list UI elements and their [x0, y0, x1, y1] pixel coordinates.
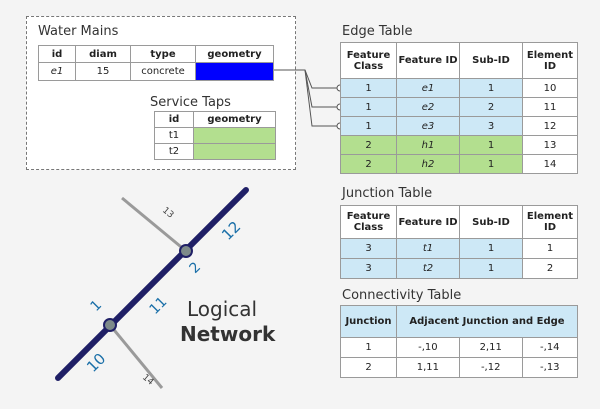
main-geometry-swatch [195, 62, 274, 81]
col-feature-id: Feature ID [396, 42, 460, 79]
cell: 1,11 [396, 357, 460, 378]
cell: 1 [340, 337, 397, 358]
cell: 2,11 [458, 337, 523, 358]
edge-label-13: 13 [160, 206, 175, 221]
cell: h2 [396, 154, 460, 174]
col-geometry: geometry [193, 111, 276, 128]
col-element-id: Element ID [522, 42, 578, 79]
service-taps-title: Service Taps [150, 95, 231, 110]
col-element-id: Element ID [522, 205, 578, 239]
cell: 1 [340, 78, 397, 98]
junction-1 [103, 318, 117, 332]
connectivity-table-title: Connectivity Table [342, 288, 462, 303]
cell: t1 [396, 238, 460, 259]
cell: 1 [340, 97, 397, 117]
col-geometry: geometry [195, 45, 274, 63]
edge-table-title: Edge Table [342, 24, 413, 39]
cell: t2 [396, 258, 460, 279]
col-type: type [130, 45, 196, 63]
connectivity-table: Junction Adjacent Junction and Edge 1 -,… [340, 305, 579, 378]
edge-label-10: 10 [83, 350, 109, 376]
cell: 1 [459, 258, 523, 279]
cell: 2 [340, 357, 397, 378]
main-id: e1 [38, 62, 76, 81]
service-taps-table: id geometry t1 t2 [154, 111, 276, 160]
network-label-line2: Network [180, 322, 276, 346]
junction-table-title: Junction Table [342, 186, 433, 201]
junction-label-2: 2 [187, 259, 205, 277]
cell: 13 [522, 135, 578, 155]
cell: 14 [522, 154, 578, 174]
main-line [55, 187, 249, 381]
cell: 2 [459, 97, 523, 117]
col-sub-id: Sub-ID [459, 205, 523, 239]
edge-label-14: 14 [140, 373, 155, 388]
tap-id: t2 [154, 143, 194, 160]
cell: -,14 [521, 337, 579, 358]
junction-2 [179, 244, 193, 258]
network-label-line1: Logical [187, 297, 258, 321]
col-id: id [154, 111, 194, 128]
junction-label-1: 1 [88, 297, 106, 315]
cell: -,12 [458, 357, 523, 378]
main-diam: 15 [75, 62, 131, 81]
col-junction: Junction [340, 305, 397, 338]
cell: 2 [522, 258, 578, 279]
cell: 1 [459, 154, 523, 174]
cell: e2 [396, 97, 460, 117]
cell: h1 [396, 135, 460, 155]
cell: 2 [340, 154, 397, 174]
cell: 11 [522, 97, 578, 117]
cell: 12 [522, 116, 578, 136]
col-sub-id: Sub-ID [459, 42, 523, 79]
col-feature-class: Feature Class [340, 42, 397, 79]
main-type: concrete [130, 62, 196, 81]
cell: -,13 [521, 357, 579, 378]
edge-label-11: 11 [147, 294, 171, 318]
cell: 3 [340, 258, 397, 279]
col-adjacent: Adjacent Junction and Edge [396, 305, 578, 338]
branch-edge-14 [108, 324, 164, 389]
junction-table: Feature Class Feature ID Sub-ID Element … [340, 205, 578, 279]
cell: 1 [459, 135, 523, 155]
branch-edge-13 [121, 196, 187, 253]
water-mains-title: Water Mains [38, 24, 119, 39]
col-feature-id: Feature ID [396, 205, 460, 239]
water-mains-table: id diam type geometry e1 15 concrete [38, 45, 274, 81]
edge-label-12: 12 [218, 218, 244, 244]
tap-geometry-swatch [193, 143, 276, 160]
edge-table: Feature Class Feature ID Sub-ID Element … [340, 42, 578, 174]
cell: 1 [340, 116, 397, 136]
cell: 10 [522, 78, 578, 98]
